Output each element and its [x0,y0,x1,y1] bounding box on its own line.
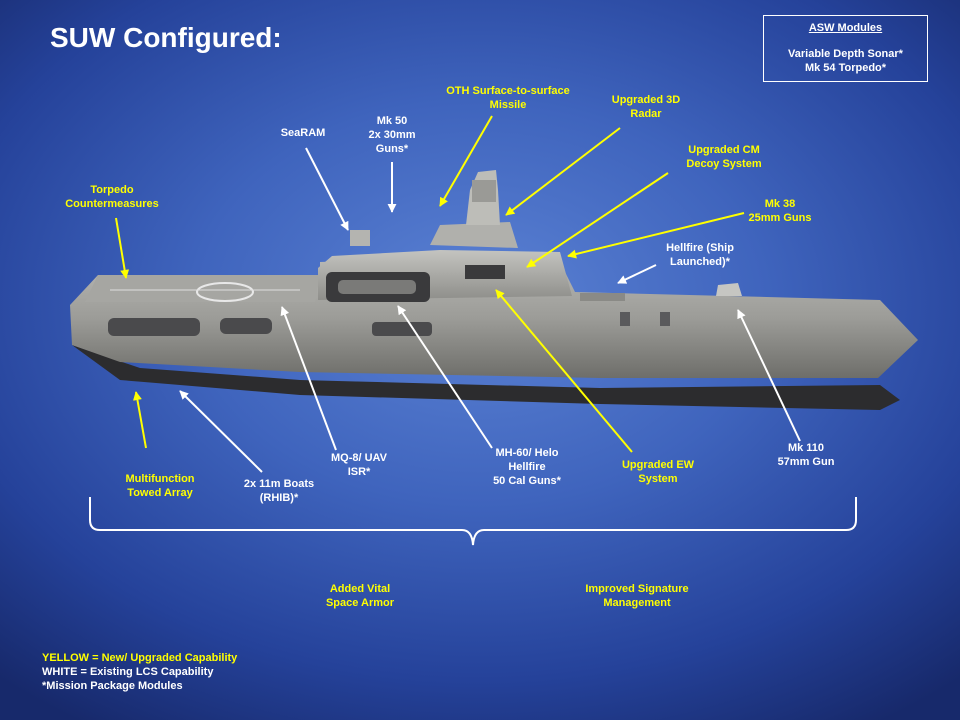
searam-mount [350,230,370,246]
label-ew: Upgraded EW System [621,459,695,485]
label-signature: Improved Signature Management [585,583,689,609]
label-uav: MQ-8/ UAV ISR* [330,452,388,478]
label-cm-decoy: Upgraded CM Decoy System [686,144,762,170]
asw-heading: ASW Modules [808,22,883,34]
helipad-marking [196,282,254,302]
arrow-torpedo-cm [115,217,130,279]
label-3d-radar: Upgraded 3D Radar [611,94,681,120]
arrow-cm-decoy [526,172,669,268]
arrow-hellfire [617,264,657,284]
label-torpedo-cm: Torpedo Countermeasures [65,184,159,210]
arrow-uav [280,306,337,451]
existing-capability-arrows [179,147,801,473]
arrow-3d-radar [505,127,621,216]
label-boats: 2x 11m Boats (RHIB)* [243,478,315,504]
ship-image [70,170,918,410]
boat-bay [108,318,200,336]
label-mk50: Mk 50 2x 30mm Guns* [368,115,416,155]
label-hellfire: Hellfire (Ship Launched)* [666,242,734,268]
arrow-towed-array [132,391,147,449]
new-capability-arrows [115,115,745,453]
helicopter [338,280,416,294]
asw-modules-box: ASW Modules Variable Depth Sonar* Mk 54 … [763,15,928,82]
arrow-boats [179,390,263,473]
label-searam: SeaRAM [280,127,326,139]
legend: YELLOW = New/ Upgraded Capability WHITE … [42,651,237,693]
label-helo: MH-60/ Helo Hellfire 50 Cal Guns* [493,447,561,487]
label-armor: Added Vital Space Armor [325,583,395,609]
label-mk38: Mk 38 25mm Guns [748,198,812,224]
bow-gun [716,283,742,296]
mast-base [430,222,518,248]
brace-bracket [89,497,857,546]
label-oth-missile: OTH Surface-to-surface Missile [446,85,570,111]
arrow-helo [397,305,493,449]
radar-array [472,180,496,202]
legend-yellow: YELLOW = New/ Upgraded Capability [42,652,238,664]
asw-body: Variable Depth Sonar* Mk 54 Torpedo* [788,48,903,74]
ship-waterline [72,345,900,410]
legend-mission: *Mission Package Modules [42,680,183,692]
arrow-mk110 [737,309,801,442]
label-mk110: Mk 110 57mm Gun [777,442,835,468]
boat-bay-2 [220,318,272,334]
ew-window [465,265,505,279]
arrow-mk38 [567,212,745,259]
arrow-searam [305,147,349,231]
page-title: SUW Configured: [50,22,282,53]
arrow-oth-missile [439,115,493,207]
legend-white: WHITE = Existing LCS Capability [42,666,214,678]
label-towed-array: Multifunction Towed Array [125,473,195,499]
arrow-ew [495,289,633,453]
flight-deck [85,275,320,302]
